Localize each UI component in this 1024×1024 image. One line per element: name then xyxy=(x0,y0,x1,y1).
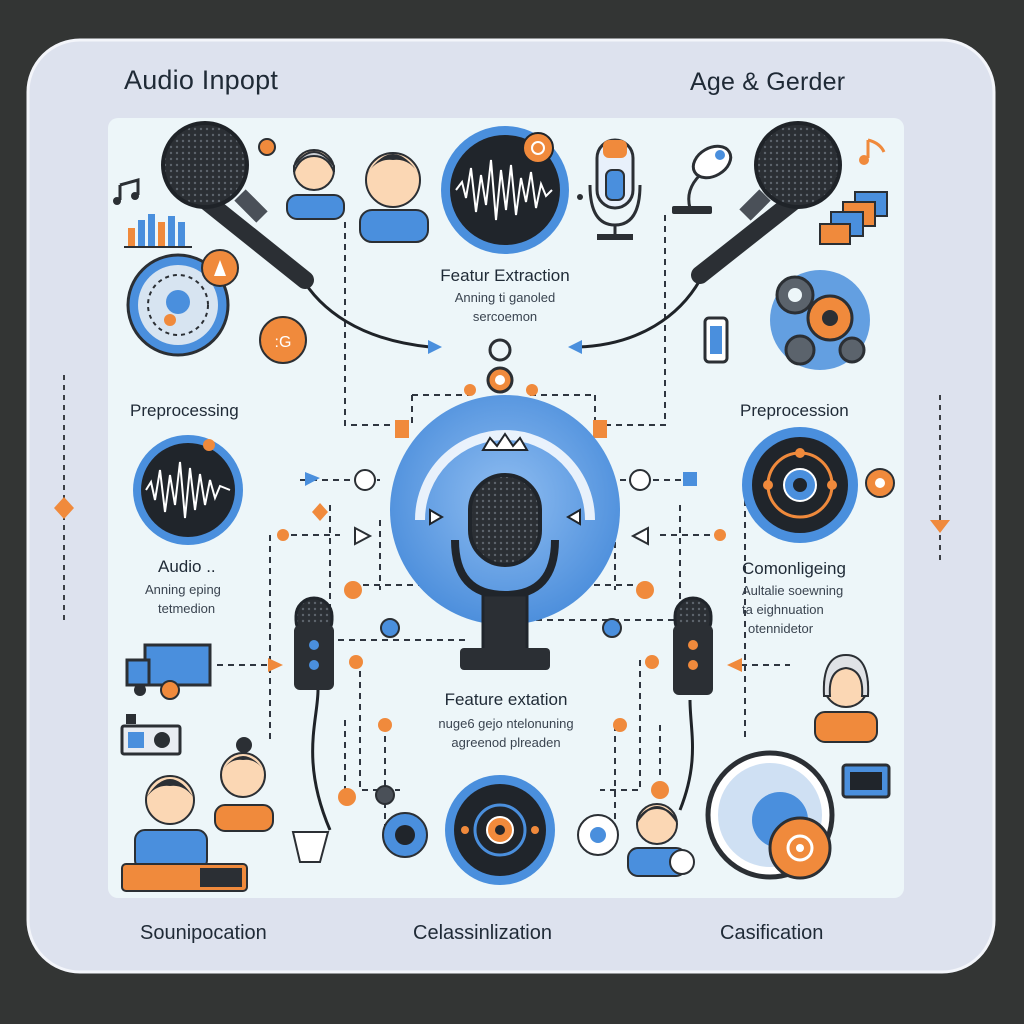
feature-top-title: Featur Extraction xyxy=(440,266,570,285)
phone-icon xyxy=(703,316,729,364)
bottom-label-center: Celassinlization xyxy=(413,922,552,944)
music-note-right-icon xyxy=(859,138,886,165)
bottom-node-cluster xyxy=(291,775,619,885)
top-right-microphone-icon xyxy=(691,121,842,284)
audio-block-line1: Anning eping xyxy=(145,582,221,597)
meter-icon xyxy=(841,763,891,799)
right-block-line2: ta eighnuation xyxy=(742,602,824,617)
person-elderly-bottom-icon xyxy=(627,803,695,877)
waveform-circle-top xyxy=(441,126,583,254)
center-top-arrows xyxy=(395,338,607,438)
title-age-gender: Age & Gerder xyxy=(690,68,846,96)
title-audio-input: Audio Inpopt xyxy=(124,65,279,95)
music-note-icon xyxy=(113,178,140,205)
person-woman-icon xyxy=(214,737,274,832)
right-block-title: Comonligeing xyxy=(742,559,846,578)
camera-icon xyxy=(120,714,182,756)
person-elderly-icon xyxy=(286,149,345,220)
svg-text::G: :G xyxy=(275,334,292,351)
handheld-mic-left-icon xyxy=(294,596,334,690)
side-marker-left xyxy=(54,375,74,620)
target-circle-right xyxy=(742,427,895,543)
feature-top-line2: sercoemon xyxy=(472,309,538,324)
top-left-microphone-icon xyxy=(161,121,314,289)
waveform-circle-left xyxy=(133,435,243,545)
person-at-desk-icon xyxy=(121,775,248,892)
gears-icon xyxy=(770,270,870,370)
feature-bottom-title: Feature extation xyxy=(444,690,568,709)
handheld-mic-right-icon xyxy=(673,596,713,695)
connector-nodes xyxy=(268,469,742,806)
right-block-line1: Aultalie soewning xyxy=(742,583,844,598)
orange-badge-icon: :G xyxy=(259,316,307,364)
preprocessing-left-label: Preprocessing xyxy=(130,401,239,420)
bar-chart-icon xyxy=(124,214,192,248)
studio-microphone-icon xyxy=(588,138,642,240)
feature-bottom-line2: agreenod plreaden xyxy=(451,735,561,750)
bottom-label-left: Sounipocation xyxy=(140,922,267,944)
orange-dot-icon xyxy=(258,138,276,156)
person-young-icon xyxy=(359,152,429,243)
face-scan-circle-icon xyxy=(126,249,239,357)
feature-top-line1: Anning ti ganoled xyxy=(454,290,556,305)
bottom-label-right: Casification xyxy=(720,922,824,944)
preprocessing-right-label: Preprocession xyxy=(740,401,849,420)
feature-bottom-line1: nuge6 gejo ntelonuning xyxy=(438,716,574,731)
stacked-screens-icon xyxy=(819,191,888,245)
side-marker-right xyxy=(930,395,950,560)
magnifier-icon xyxy=(705,750,835,880)
audio-block-title: Audio .. xyxy=(158,557,216,576)
right-block-line3: otennidetor xyxy=(748,621,814,636)
audio-block-line2: tetmedion xyxy=(158,601,216,616)
truck-icon xyxy=(125,643,212,700)
central-microphone-icon xyxy=(390,395,620,670)
desk-microphone-icon xyxy=(672,144,733,214)
person-woman-right-icon xyxy=(814,653,878,743)
